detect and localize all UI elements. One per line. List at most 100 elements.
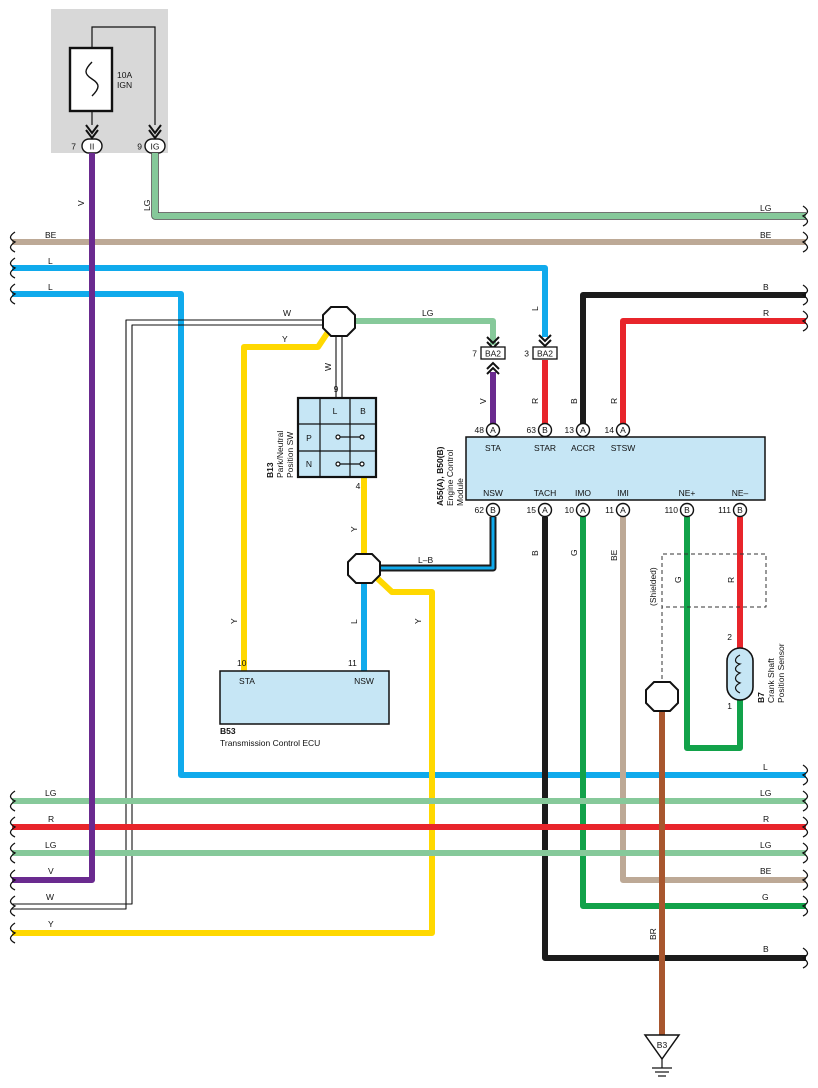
ecm-bottom-pin-number: 15 <box>527 505 537 515</box>
wire-y-tcu-sta <box>241 330 331 671</box>
tcu-name: Transmission Control ECU <box>220 738 320 748</box>
fuse-symbol-box <box>68 46 114 113</box>
label-l-bus-right: L <box>763 762 768 772</box>
ecm-bottom-pin-cavity: A <box>620 505 626 515</box>
ecm-bottom-pin-name: IMI <box>617 488 629 498</box>
ecm-top-pin-number: 14 <box>605 425 615 435</box>
ba2-left-label: BA2 <box>485 349 501 359</box>
wire-be-imi <box>620 517 806 883</box>
label-l-top: L <box>48 256 53 266</box>
sensor-pin-bottom: 1 <box>727 701 732 711</box>
crank-shaft-position-sensor: 2 1 B7 Crank Shaft Position Sensor <box>726 632 786 711</box>
splice-ground <box>645 681 679 712</box>
switch-pin-top-number: 9 <box>334 384 339 394</box>
sensor-code: B7 <box>756 692 766 703</box>
fuse-rating: 10A <box>117 70 132 80</box>
wire-break-marks <box>9 205 809 969</box>
label-lg-ba2: LG <box>422 308 433 318</box>
wire-g-ne-plus <box>684 517 743 751</box>
wire-l-bus <box>12 291 806 778</box>
fuse-pin-ii-arrow-icon <box>85 124 99 140</box>
fuse-pin-ii-id: II <box>90 142 95 152</box>
label-lg-right: LG <box>760 203 771 213</box>
label-b-accr-right: B <box>763 282 769 292</box>
label-lg-bus-1-left: LG <box>45 788 56 798</box>
connector-ba2-right: BA2 3 <box>524 334 558 360</box>
ground-code: B3 <box>657 1040 668 1050</box>
ground-b3: B3 <box>643 1034 681 1077</box>
label-r-stsw-right: R <box>763 308 769 318</box>
ecm-top-pin-name: STSW <box>611 443 636 453</box>
sensor-pin-top: 2 <box>727 632 732 642</box>
ba2-left-pin-number: 7 <box>472 349 477 359</box>
wires <box>12 153 806 1037</box>
label-be-right: BE <box>760 230 772 240</box>
park-neutral-switch: 9 L B P N 4 B13 Park/Neutral Position SW <box>265 384 378 491</box>
label-y-switch: Y <box>349 526 359 532</box>
label-l-ba2: L <box>530 306 540 311</box>
ecm-bottom-pin-number: 62 <box>475 505 485 515</box>
wire-b-tach <box>542 517 806 961</box>
label-y-bottom: Y <box>48 919 54 929</box>
ecm-top-pin-cavity: A <box>620 425 626 435</box>
label-y-right: Y <box>413 618 423 624</box>
ecm-bottom-pin-cavity: A <box>580 505 586 515</box>
label-w-top: W <box>283 308 291 318</box>
label-r-star: R <box>530 398 540 404</box>
switch-row-p: P <box>306 433 312 443</box>
label-y-top: Y <box>282 334 288 344</box>
label-w-bottom: W <box>46 892 54 902</box>
wire-lg-ba2 <box>350 318 496 345</box>
ba2-right-box <box>532 346 558 360</box>
ecm-top-pin-number: 48 <box>475 425 485 435</box>
label-br: BR <box>648 928 658 940</box>
wire-v-fuse <box>12 153 95 883</box>
switch-col-l: L <box>333 406 338 416</box>
label-be-imi: BE <box>609 549 619 561</box>
shielded-label: (Shielded) <box>648 567 658 606</box>
label-lg-bus-2-right: LG <box>760 840 771 850</box>
ecm-bottom-pin-number: 11 <box>605 505 614 515</box>
shield-dashed-outline <box>661 553 767 686</box>
ba2-left-box <box>480 346 506 360</box>
label-v-sta: V <box>478 398 488 404</box>
label-be-left: BE <box>45 230 57 240</box>
fuse-pin-ig-number: 9 <box>137 142 142 152</box>
splice-top <box>322 306 356 337</box>
label-b-accr: B <box>569 398 579 404</box>
label-r-ne-minus: R <box>726 577 736 583</box>
label-r-bus-right: R <box>763 814 769 824</box>
ecm-name-line2: Module <box>455 478 465 506</box>
ecm-bottom-pin-cavity: B <box>490 505 496 515</box>
engine-control-module: A55(A), B50(B) Engine Control Module A48… <box>435 422 766 518</box>
label-b-tach: B <box>530 550 540 556</box>
wire-y-bottom <box>12 574 435 936</box>
fuse-name: IGN <box>117 80 132 90</box>
ecm-top-pin-name: STAR <box>534 443 556 453</box>
wire-b-accr <box>580 292 806 429</box>
ba2-right-label: BA2 <box>537 349 553 359</box>
fuse-pin-ii-number: 7 <box>71 142 76 152</box>
ecm-bottom-pin-number: 111 <box>718 505 731 515</box>
fuse-icon <box>85 61 99 97</box>
label-v-bottom: V <box>48 866 54 876</box>
ecm-bottom-pin-name: NSW <box>483 488 503 498</box>
sensor-body <box>726 647 754 701</box>
ecm-top-pin-number: 63 <box>527 425 537 435</box>
ecm-name-line1: Engine Control <box>445 450 455 506</box>
label-l-tcu: L <box>349 619 359 624</box>
ecm-body <box>465 436 766 501</box>
ecm-top-pin-cavity: A <box>580 425 586 435</box>
wire-g-imo <box>580 517 806 909</box>
ecm-bottom-pin-cavity: A <box>542 505 548 515</box>
sensor-coil-icon <box>734 654 742 694</box>
